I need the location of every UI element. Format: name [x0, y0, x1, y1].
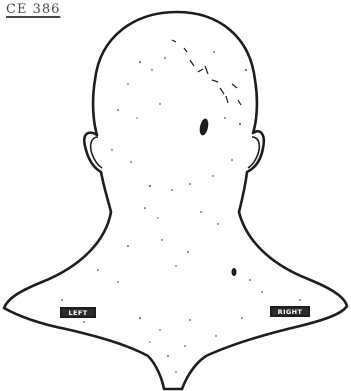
- figure-outline: [4, 12, 347, 389]
- left-shoulder-label: LEFT: [60, 307, 96, 318]
- left-label-text: LEFT: [68, 309, 87, 317]
- right-shoulder-label: RIGHT: [270, 306, 310, 317]
- wound-mark-neck: [232, 268, 237, 276]
- right-label-text: RIGHT: [278, 308, 303, 316]
